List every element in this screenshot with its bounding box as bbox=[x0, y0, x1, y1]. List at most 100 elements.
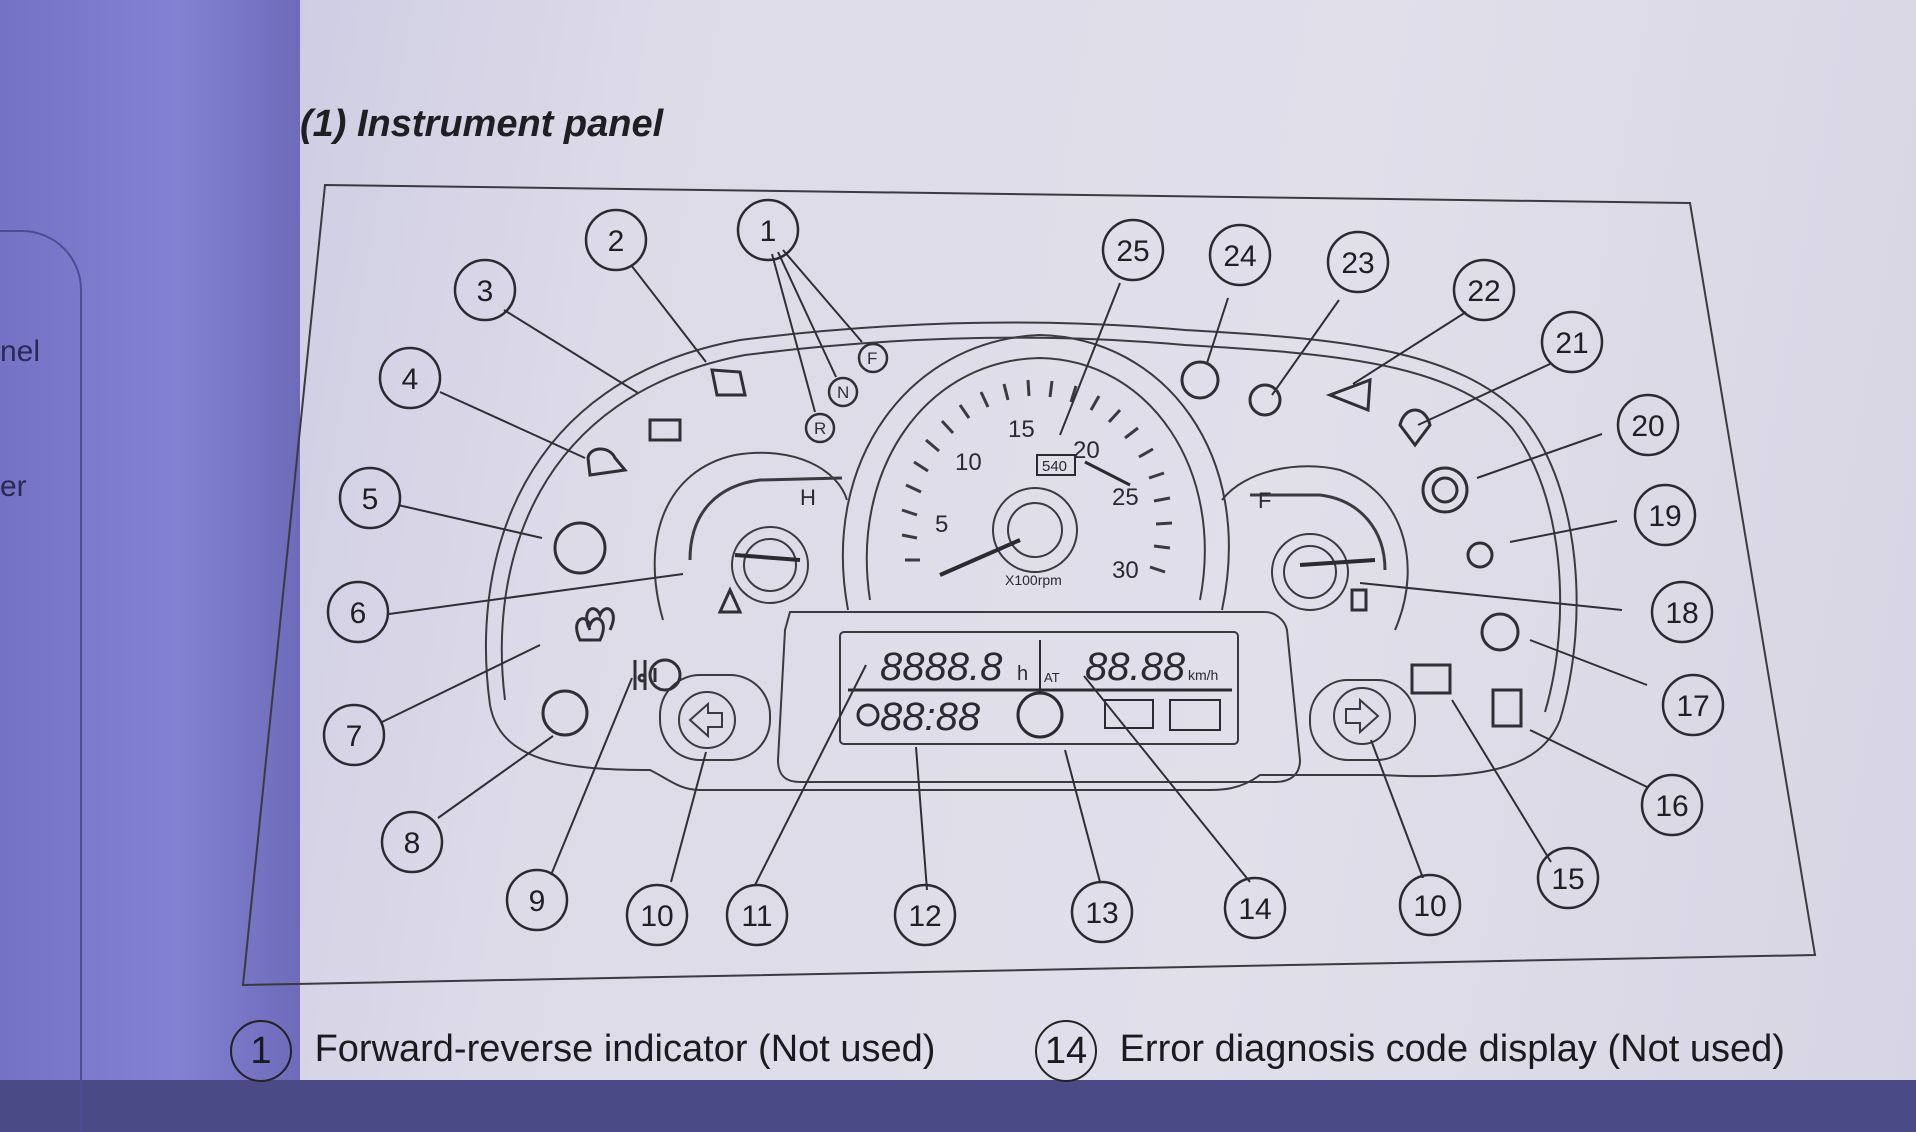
tach-tick-label: 10 bbox=[955, 449, 982, 476]
pto-label: 540 bbox=[1042, 458, 1067, 475]
fuel-gauge-hub bbox=[1271, 533, 1349, 611]
callout-22: 22 bbox=[1467, 275, 1500, 308]
tachometer-ticks bbox=[901, 379, 1173, 574]
gear-marker-n bbox=[827, 376, 859, 408]
callout-10-left: 10 bbox=[640, 900, 673, 933]
instrument-panel-diagram: 5 10 15 20 25 30 X100rpm 540 H F 8888.8 … bbox=[241, 183, 1817, 987]
engine-oil-icon bbox=[586, 447, 628, 477]
four-wheel-drive-icon bbox=[648, 418, 682, 442]
callout-circles bbox=[322, 198, 1725, 947]
tachometer-needle bbox=[939, 538, 1021, 577]
fuel-level-icon bbox=[1491, 688, 1523, 728]
dashboard-inner-rim bbox=[500, 336, 1562, 713]
water-separator-icon bbox=[1466, 541, 1494, 569]
temp-gauge-needle bbox=[734, 553, 801, 562]
legend-item-1: 1 Forward-reverse indicator (Not used) bbox=[230, 1020, 935, 1082]
tach-tick-label: 25 bbox=[1112, 484, 1139, 511]
gear-marker-r bbox=[804, 412, 836, 444]
fuel-gauge-housing bbox=[1221, 465, 1409, 631]
engine-check-icon bbox=[1480, 612, 1520, 652]
callout-13: 13 bbox=[1085, 897, 1118, 930]
lcd-diff-icon bbox=[1169, 699, 1221, 731]
dashboard-housing bbox=[484, 321, 1578, 791]
glow-plug-icon bbox=[575, 617, 605, 642]
headlight-icon bbox=[633, 660, 657, 690]
pto-needle bbox=[1084, 460, 1131, 487]
temp-hot-label: H bbox=[800, 485, 816, 510]
callout-9: 9 bbox=[529, 885, 546, 918]
callout-18: 18 bbox=[1665, 597, 1698, 630]
right-arrow-icon bbox=[1345, 697, 1380, 735]
lcd-gear-icon bbox=[1104, 699, 1154, 729]
lcd-speed-unit: km/h bbox=[1188, 667, 1218, 683]
legend-number: 1 bbox=[230, 1020, 292, 1082]
fuel-gauge-needle bbox=[1299, 558, 1376, 567]
gear-label-r: R bbox=[814, 419, 826, 438]
tach-tick-label: 30 bbox=[1112, 557, 1139, 584]
parking-brake-icon bbox=[1421, 466, 1469, 514]
legend-text: Forward-reverse indicator (Not used) bbox=[314, 1028, 936, 1071]
lcd-clock: 88:88 bbox=[880, 695, 981, 739]
left-arrow-icon bbox=[688, 701, 723, 739]
fuel-gauge-arc bbox=[1250, 493, 1387, 571]
tachometer-hood-inner bbox=[865, 356, 1206, 601]
parking-brake-warning-icon bbox=[553, 521, 607, 575]
fuel-gauge-hub-inner bbox=[1283, 545, 1337, 599]
legend-item-14: 14 Error diagnosis code display (Not use… bbox=[1035, 1020, 1785, 1082]
callout-1: 1 bbox=[760, 215, 777, 248]
temp-gauge-hub bbox=[731, 526, 809, 604]
tachometer-hub bbox=[992, 487, 1078, 573]
tach-tick-label: 15 bbox=[1008, 416, 1035, 443]
callout-8: 8 bbox=[404, 827, 421, 860]
engine-speed-symbol bbox=[1016, 691, 1064, 739]
tachometer-hub-outer bbox=[1007, 502, 1063, 558]
callout-24: 24 bbox=[1223, 240, 1256, 273]
gear-label-f: F bbox=[867, 349, 877, 368]
temp-gauge-hub-inner bbox=[743, 538, 797, 592]
callout-21: 21 bbox=[1555, 327, 1588, 360]
tachometer-hood bbox=[841, 333, 1230, 611]
diagram-border bbox=[241, 183, 1817, 987]
tach-tick-label: 20 bbox=[1073, 437, 1100, 464]
legend-number: 14 bbox=[1035, 1020, 1097, 1082]
right-turn-signal-icon bbox=[1333, 687, 1391, 745]
gear-marker-f bbox=[857, 342, 889, 374]
lcd-hour-meter: 8888.8 bbox=[880, 645, 1003, 689]
engine-oil-pressure-icon bbox=[541, 689, 589, 737]
tach-unit-label: X100rpm bbox=[1005, 572, 1062, 588]
callout-10-right: 10 bbox=[1413, 890, 1446, 923]
callout-16: 16 bbox=[1655, 790, 1688, 823]
two-wheel-drive-icon bbox=[710, 368, 747, 397]
callout-7: 7 bbox=[346, 720, 363, 753]
callout-19: 19 bbox=[1648, 500, 1681, 533]
callout-3: 3 bbox=[477, 275, 494, 308]
left-turn-pod bbox=[659, 674, 771, 761]
left-turn-signal-icon bbox=[678, 691, 736, 749]
rear-axle-icon bbox=[1398, 408, 1432, 448]
callout-12: 12 bbox=[908, 900, 941, 933]
right-turn-pod bbox=[1309, 679, 1416, 761]
callout-6: 6 bbox=[350, 597, 367, 630]
clock-icon bbox=[856, 703, 880, 727]
callout-14: 14 bbox=[1238, 893, 1271, 926]
callout-4: 4 bbox=[402, 363, 419, 396]
lcd-screen bbox=[839, 631, 1239, 745]
callout-25: 25 bbox=[1116, 235, 1149, 268]
pto-label-box bbox=[1036, 454, 1076, 476]
page-title: (1) Instrument panel bbox=[300, 103, 664, 145]
lcd-hour-unit: h bbox=[1017, 663, 1028, 685]
callout-20: 20 bbox=[1631, 410, 1664, 443]
facing-page-text: er bbox=[0, 470, 27, 503]
callout-17: 17 bbox=[1676, 690, 1709, 723]
hydraulic-icon bbox=[1325, 377, 1372, 413]
callout-15: 15 bbox=[1551, 863, 1584, 896]
gear-label-n: N bbox=[837, 383, 849, 402]
temp-gauge-housing bbox=[653, 451, 848, 621]
facing-page: nel er bbox=[0, 0, 320, 1132]
fuel-gauge-icon bbox=[1350, 588, 1368, 612]
coolant-temp-icon bbox=[717, 586, 743, 614]
battery-icon bbox=[1410, 663, 1452, 695]
lcd-speed: 88.88 bbox=[1085, 645, 1186, 689]
temp-gauge-arc bbox=[688, 476, 843, 561]
high-beam-icon bbox=[648, 658, 682, 692]
